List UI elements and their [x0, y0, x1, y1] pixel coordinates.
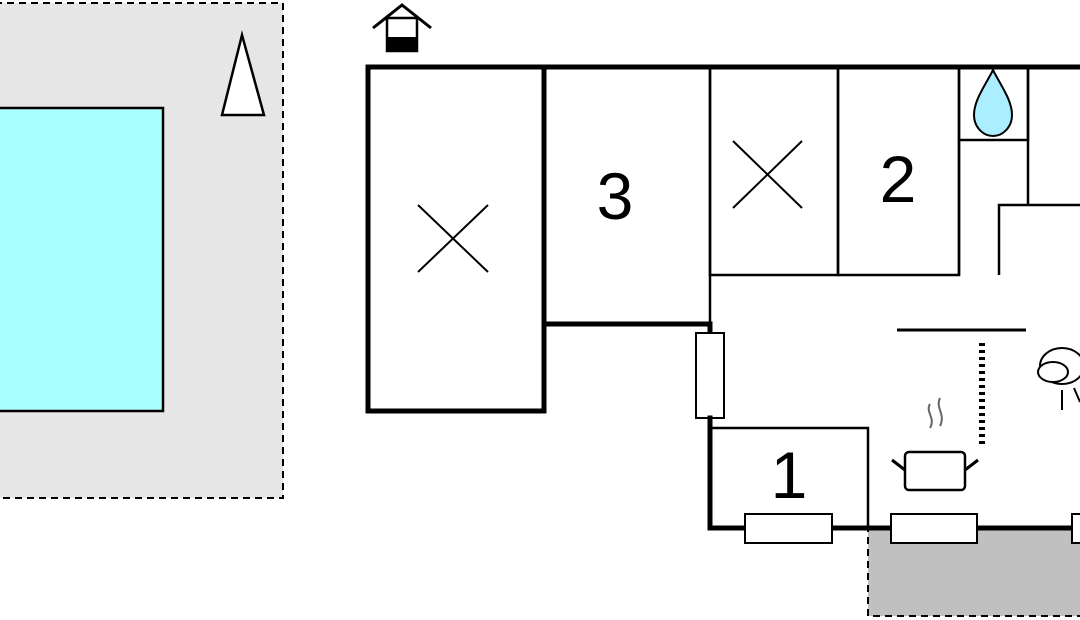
cooking-pot-icon: [891, 397, 979, 492]
water-drop-icon: [972, 67, 1014, 138]
room-left-wing: [365, 64, 547, 414]
north-arrow-icon: [220, 30, 266, 117]
room-3-label: 3: [597, 159, 634, 233]
hall-partition: [997, 203, 1080, 275]
swimming-pool: [0, 106, 165, 413]
window-west: [695, 332, 725, 419]
room-2-label: 2: [880, 142, 917, 216]
room-x-mark: [417, 204, 489, 273]
house-entrance-icon: [372, 3, 432, 53]
window-south-2: [890, 513, 978, 544]
room-middle-x: [708, 65, 840, 277]
window-south-3: [1071, 513, 1080, 544]
wall-segment-room3: [541, 321, 713, 414]
table-chair-icon: [1037, 347, 1080, 410]
room-x-mark: [732, 140, 803, 209]
window-south-1: [744, 513, 833, 544]
room-1-label: 1: [771, 438, 808, 512]
room-1-walls: [710, 426, 870, 528]
bathroom-walls: [957, 67, 1030, 275]
